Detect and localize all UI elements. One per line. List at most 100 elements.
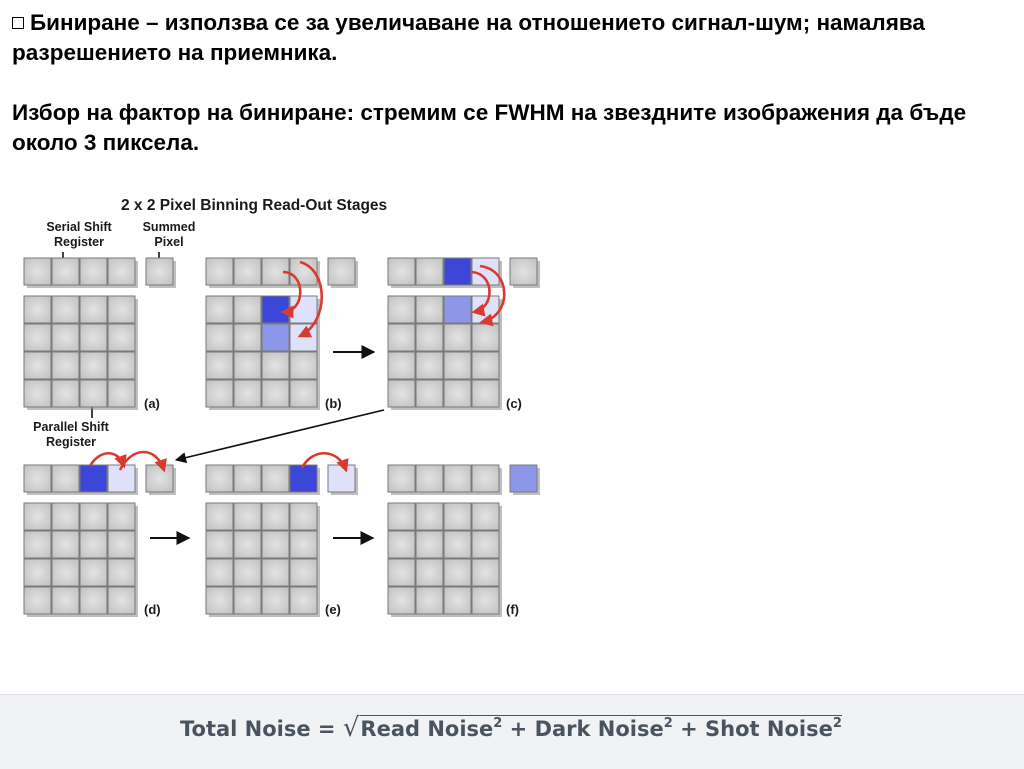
ccd-pixel-a [107,351,136,380]
ccd-pixel-c [471,323,500,352]
serial-shift-label-line2: Register [54,235,104,249]
ccd-pixel-a [79,379,108,408]
ccd-pixel-e [233,530,262,559]
serial-cell-a [51,257,80,286]
panel-label-f: (f) [506,602,519,617]
ccd-pixel-a [107,295,136,324]
serial-cell-b [233,257,262,286]
ccd-pixel-e [289,530,318,559]
ccd-pixel-c [471,295,500,324]
ccd-pixel-f [471,530,500,559]
ccd-pixel-d [79,558,108,587]
serial-cell-f [471,464,500,493]
serial-cell-e [233,464,262,493]
ccd-pixel-d [23,502,52,531]
ccd-pixel-a [79,295,108,324]
ccd-pixel-f [387,502,416,531]
serial-cell-c [387,257,416,286]
ccd-pixel-c [471,379,500,408]
panel-label-a: (a) [144,396,160,411]
ccd-pixel-c [443,323,472,352]
ccd-pixel-b [233,379,262,408]
serial-cell-d [51,464,80,493]
charge-shift-arrow-d2 [118,450,167,473]
charge-shift-arrow-b1 [280,270,302,319]
ccd-pixel-a [51,379,80,408]
parallel-shift-label-line2: Register [46,435,96,449]
ccd-pixel-d [79,502,108,531]
ccd-pixel-e [205,586,234,615]
ccd-pixel-d [23,558,52,587]
ccd-pixel-f [471,502,500,531]
ccd-pixel-a [79,323,108,352]
ccd-pixel-e [289,558,318,587]
ccd-pixel-a [79,351,108,380]
ccd-pixel-e [233,502,262,531]
ccd-pixel-f [415,586,444,615]
ccd-pixel-e [233,586,262,615]
ccd-pixel-e [261,558,290,587]
serial-cell-e [289,464,318,493]
ccd-pixel-c [387,323,416,352]
ccd-pixel-b [261,351,290,380]
ccd-pixel-f [387,530,416,559]
ccd-pixel-b [289,351,318,380]
serial-cell-c [415,257,444,286]
ccd-pixel-b [261,295,290,324]
formula-lhs: Total Noise = [180,717,343,741]
charge-shift-arrow-c1 [471,270,491,317]
ccd-pixel-f [471,586,500,615]
parallel-shift-label-line1: Parallel Shift [33,420,110,434]
noise-formula-band: Total Noise = √Read Noise2 + Dark Noise2… [0,694,1024,769]
ccd-pixel-e [233,558,262,587]
ccd-pixel-c [443,351,472,380]
ccd-pixel-c [443,295,472,324]
formula-radicand: Read Noise2 + Dark Noise2 + Shot Noise2 [360,715,842,741]
ccd-pixel-d [107,530,136,559]
ccd-pixel-d [107,558,136,587]
summed-pixel-label-line1: Summed [143,220,196,234]
serial-cell-d [23,464,52,493]
ccd-pixel-d [23,530,52,559]
ccd-pixel-b [233,295,262,324]
ccd-pixel-f [443,530,472,559]
ccd-pixel-a [23,295,52,324]
serial-cell-e [205,464,234,493]
bullet-text: Биниране – използва се за увеличаване на… [12,10,925,65]
summed-pixel-cell-d [145,464,174,493]
charge-shift-arrow-e [300,452,349,473]
ccd-pixel-f [415,502,444,531]
summed-pixel-cell-e [327,464,356,493]
ccd-pixel-d [107,502,136,531]
ccd-pixel-a [107,323,136,352]
ccd-pixel-a [107,379,136,408]
panel-label-e: (e) [325,602,341,617]
ccd-pixel-e [205,558,234,587]
ccd-pixel-f [443,586,472,615]
binning-factor-paragraph: Избор на фактор на биниране: стремим се … [12,100,967,155]
ccd-pixel-a [51,295,80,324]
ccd-pixel-c [415,323,444,352]
ccd-pixel-b [289,295,318,324]
serial-cell-a [107,257,136,286]
ccd-pixel-c [415,351,444,380]
dark-noise-term: Dark Noise [534,717,664,741]
serial-cell-a [79,257,108,286]
exponent-read: 2 [493,716,503,731]
ccd-pixel-b [205,323,234,352]
ccd-pixel-d [51,586,80,615]
bullet-paragraph: Биниране – използва се за увеличаване на… [12,8,1012,68]
ccd-pixel-e [261,586,290,615]
binning-diagram: 2 x 2 Pixel Binning Read-Out Stages Seri… [23,197,540,617]
ccd-pixel-d [51,558,80,587]
ccd-pixel-d [79,586,108,615]
ccd-pixel-a [51,351,80,380]
diagram-title: 2 x 2 Pixel Binning Read-Out Stages [121,197,387,214]
ccd-pixel-b [289,323,318,352]
read-noise-term: Read Noise [360,717,494,741]
exponent-shot: 2 [832,716,842,731]
plus-sign-2: + [672,717,706,741]
ccd-pixel-b [261,323,290,352]
ccd-pixel-a [23,351,52,380]
ccd-pixel-e [205,530,234,559]
